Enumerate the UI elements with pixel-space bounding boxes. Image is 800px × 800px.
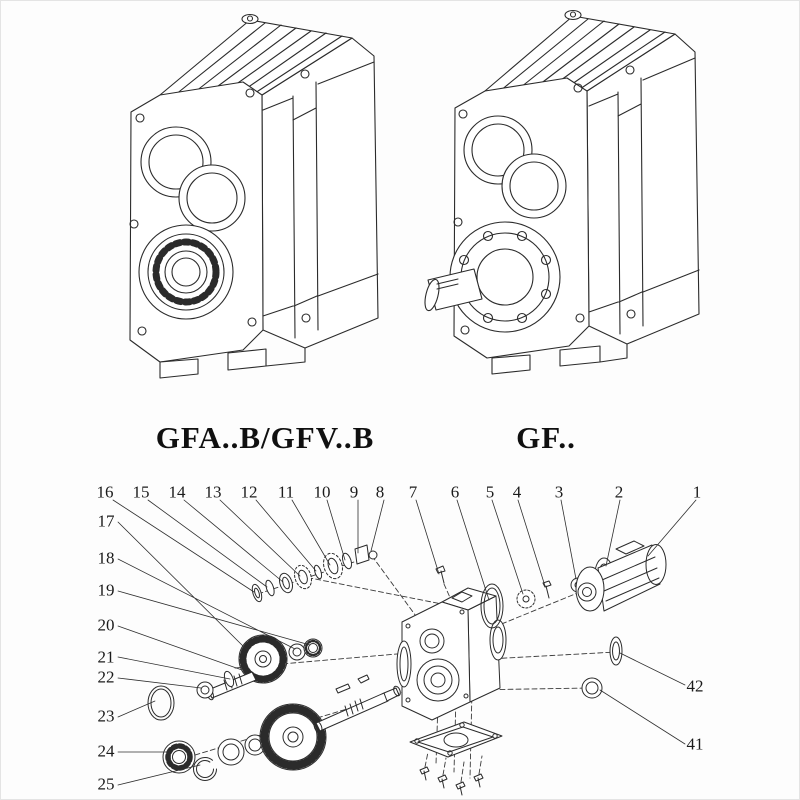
part-number-6: 6 bbox=[450, 482, 460, 502]
part-number-24: 24 bbox=[97, 741, 115, 761]
top-boss bbox=[241, 13, 259, 25]
gearbox-drawing-gf bbox=[424, 9, 700, 375]
part-number-18: 18 bbox=[97, 548, 115, 568]
part-number-5: 5 bbox=[485, 482, 495, 502]
output-shaft-parts bbox=[162, 674, 401, 781]
top-boss bbox=[564, 9, 582, 21]
part-number-10: 10 bbox=[313, 482, 331, 502]
part-number-19: 19 bbox=[97, 580, 115, 600]
part-number-16: 16 bbox=[96, 482, 114, 502]
output-flange bbox=[449, 221, 561, 333]
part-number-1: 1 bbox=[692, 482, 702, 502]
motor bbox=[575, 540, 667, 612]
part-number-4: 4 bbox=[512, 482, 522, 502]
part-number-23: 23 bbox=[97, 706, 115, 726]
part-number-8: 8 bbox=[375, 482, 385, 502]
pinion-shaft-parts bbox=[147, 670, 257, 721]
model-label-gfab: GFA..B/GFV..B bbox=[155, 420, 375, 455]
part-number-42: 42 bbox=[686, 676, 704, 696]
part-number-22: 22 bbox=[97, 667, 115, 687]
output-shaft bbox=[424, 268, 483, 312]
part-number-14: 14 bbox=[168, 482, 186, 502]
part-number-7: 7 bbox=[408, 482, 418, 502]
part-number-3: 3 bbox=[554, 482, 564, 502]
exploded-view-drawing bbox=[112, 499, 697, 796]
part-number-9: 9 bbox=[349, 482, 359, 502]
part-number-17: 17 bbox=[97, 511, 115, 531]
cover-plate-and-bolts bbox=[409, 721, 503, 796]
part-number-2: 2 bbox=[614, 482, 624, 502]
model-label-gf: GF.. bbox=[516, 420, 576, 455]
part-number-21: 21 bbox=[97, 647, 115, 667]
exploded-housing bbox=[396, 587, 507, 721]
input-shaft-small-parts bbox=[251, 544, 446, 603]
part-number-13: 13 bbox=[204, 482, 222, 502]
part-number-12: 12 bbox=[240, 482, 258, 502]
part-number-11: 11 bbox=[277, 482, 295, 502]
bearing-detail bbox=[138, 224, 234, 320]
part-number-25: 25 bbox=[97, 774, 115, 794]
part-number-20: 20 bbox=[97, 615, 115, 635]
part-number-15: 15 bbox=[132, 482, 150, 502]
leader-lines bbox=[112, 499, 697, 786]
gearbox-drawing-gfab bbox=[129, 13, 379, 379]
part-number-41: 41 bbox=[686, 734, 704, 754]
